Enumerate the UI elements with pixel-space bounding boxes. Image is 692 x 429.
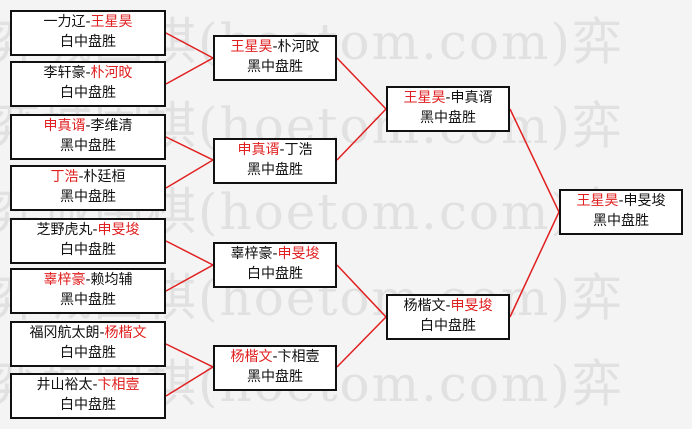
player-name: 辜梓豪 [230,246,273,262]
player-name: 丁浩 [284,142,313,158]
separator: - [92,377,98,393]
player-name-winner: 王星昊 [403,90,446,106]
separator: - [618,193,624,209]
match-result: 白中盘胜 [60,397,116,413]
match-players: 王星昊-申旻埈 [561,191,681,211]
separator: - [85,65,91,81]
match-box: 辜梓豪-申旻埈 白中盘胜 [213,242,337,288]
match-box: 丁浩-朴廷桓 黑中盘胜 [10,165,166,211]
player-name-winner: 丁浩 [50,169,79,185]
player-name-winner: 王星昊 [230,39,273,55]
match-result: 黑中盘胜 [60,138,116,154]
separator: - [445,90,451,106]
match-result: 黑中盘胜 [247,162,303,178]
separator: - [85,14,91,30]
match-box: 李轩豪-朴河旼 白中盘胜 [10,61,166,107]
separator: - [85,118,91,134]
match-box: 王星昊-朴河旼 黑中盘胜 [213,35,337,81]
match-players: 王星昊-申真谞 [388,88,508,108]
player-name: 朴河旼 [277,39,320,55]
match-players: 杨楷文-申旻埈 [388,296,508,316]
player-name-winner: 申真谞 [237,142,280,158]
connector-r2-to-r3 [336,57,388,161]
connector-r1-to-r2 [165,32,215,85]
separator: - [85,272,91,288]
separator: - [78,169,84,185]
match-box: 芝野虎丸-申旻埈 白中盘胜 [10,218,166,264]
player-name-winner: 申旻埈 [277,246,320,262]
match-players: 辜梓豪-申旻埈 [215,244,335,264]
player-name: 申旻埈 [623,193,666,209]
player-name-winner: 辜梓豪 [43,272,86,288]
match-players: 辜梓豪-赖均辅 [12,270,164,290]
match-result: 白中盘胜 [247,266,303,282]
match-players: 芝野虎丸-申旻埈 [12,220,164,240]
player-name-winner: 朴河旼 [90,65,133,81]
player-name: 李轩豪 [43,65,86,81]
player-name-winner: 王星昊 [576,193,619,209]
player-name-winner: 申旻埈 [97,222,140,238]
match-result: 白中盘胜 [60,85,116,101]
match-result: 白中盘胜 [60,34,116,50]
player-name: 芝野虎丸 [36,222,93,238]
separator: - [272,349,278,365]
match-players: 李轩豪-朴河旼 [12,63,164,83]
match-players: 申真谞-丁浩 [215,140,335,160]
match-players: 福冈航太朗-杨楷文 [12,323,164,343]
player-name-winner: 王星昊 [90,14,133,30]
match-players: 王星昊-朴河旼 [215,37,335,57]
player-name: 杨楷文 [403,298,446,314]
player-name: 一力辽 [43,14,86,30]
match-box: 辜梓豪-赖均辅 黑中盘胜 [10,268,166,314]
match-box: 申真谞-李维清 黑中盘胜 [10,114,166,160]
player-name-winner: 杨楷文 [230,349,273,365]
match-result: 白中盘胜 [420,318,476,334]
match-result: 黑中盘胜 [247,59,303,75]
player-name-winner: 申真谞 [43,118,86,134]
match-players: 一力辽-王星昊 [12,12,164,32]
match-result: 白中盘胜 [60,242,116,258]
player-name: 井山裕太 [36,377,93,393]
player-name-winner: 杨楷文 [104,325,147,341]
match-box: 杨楷文-申旻埈 白中盘胜 [386,294,510,340]
match-box: 申真谞-丁浩 黑中盘胜 [213,138,337,184]
match-players: 杨楷文-卞相壹 [215,347,335,367]
match-result: 黑中盘胜 [247,369,303,385]
player-name: 申真谞 [450,90,493,106]
connector-r1-to-r2 [165,343,215,397]
player-name: 卞相壹 [277,349,320,365]
match-players: 丁浩-朴廷桓 [12,167,164,187]
match-players: 申真谞-李维清 [12,116,164,136]
match-result: 黑中盘胜 [420,110,476,126]
connector-r1-to-r2 [165,136,215,189]
match-players: 井山裕太-卞相壹 [12,375,164,395]
player-name: 福冈航太朗 [29,325,100,341]
match-box: 一力辽-王星昊 白中盘胜 [10,10,166,56]
match-box: 福冈航太朗-杨楷文 白中盘胜 [10,321,166,367]
player-name: 赖均辅 [90,272,133,288]
separator: - [279,142,285,158]
match-result: 黑中盘胜 [60,292,116,308]
player-name-winner: 申旻埈 [450,298,493,314]
match-box: 杨楷文-卞相壹 黑中盘胜 [213,345,337,391]
match-result: 白中盘胜 [60,345,116,361]
connector-r2-to-r3 [336,264,388,368]
player-name: 朴廷桓 [83,169,126,185]
final-match-box: 王星昊-申旻埈 黑中盘胜 [559,189,683,235]
separator: - [92,222,98,238]
separator: - [272,246,278,262]
separator: - [99,325,105,341]
match-box: 井山裕太-卞相壹 白中盘胜 [10,373,166,419]
separator: - [272,39,278,55]
connector-r3-to-r4 [509,108,560,318]
connector-r1-to-r2 [165,240,215,292]
player-name-winner: 卞相壹 [97,377,140,393]
separator: - [445,298,451,314]
match-box: 王星昊-申真谞 黑中盘胜 [386,86,510,132]
player-name: 李维清 [90,118,133,134]
match-result: 黑中盘胜 [593,213,649,229]
match-result: 黑中盘胜 [60,189,116,205]
